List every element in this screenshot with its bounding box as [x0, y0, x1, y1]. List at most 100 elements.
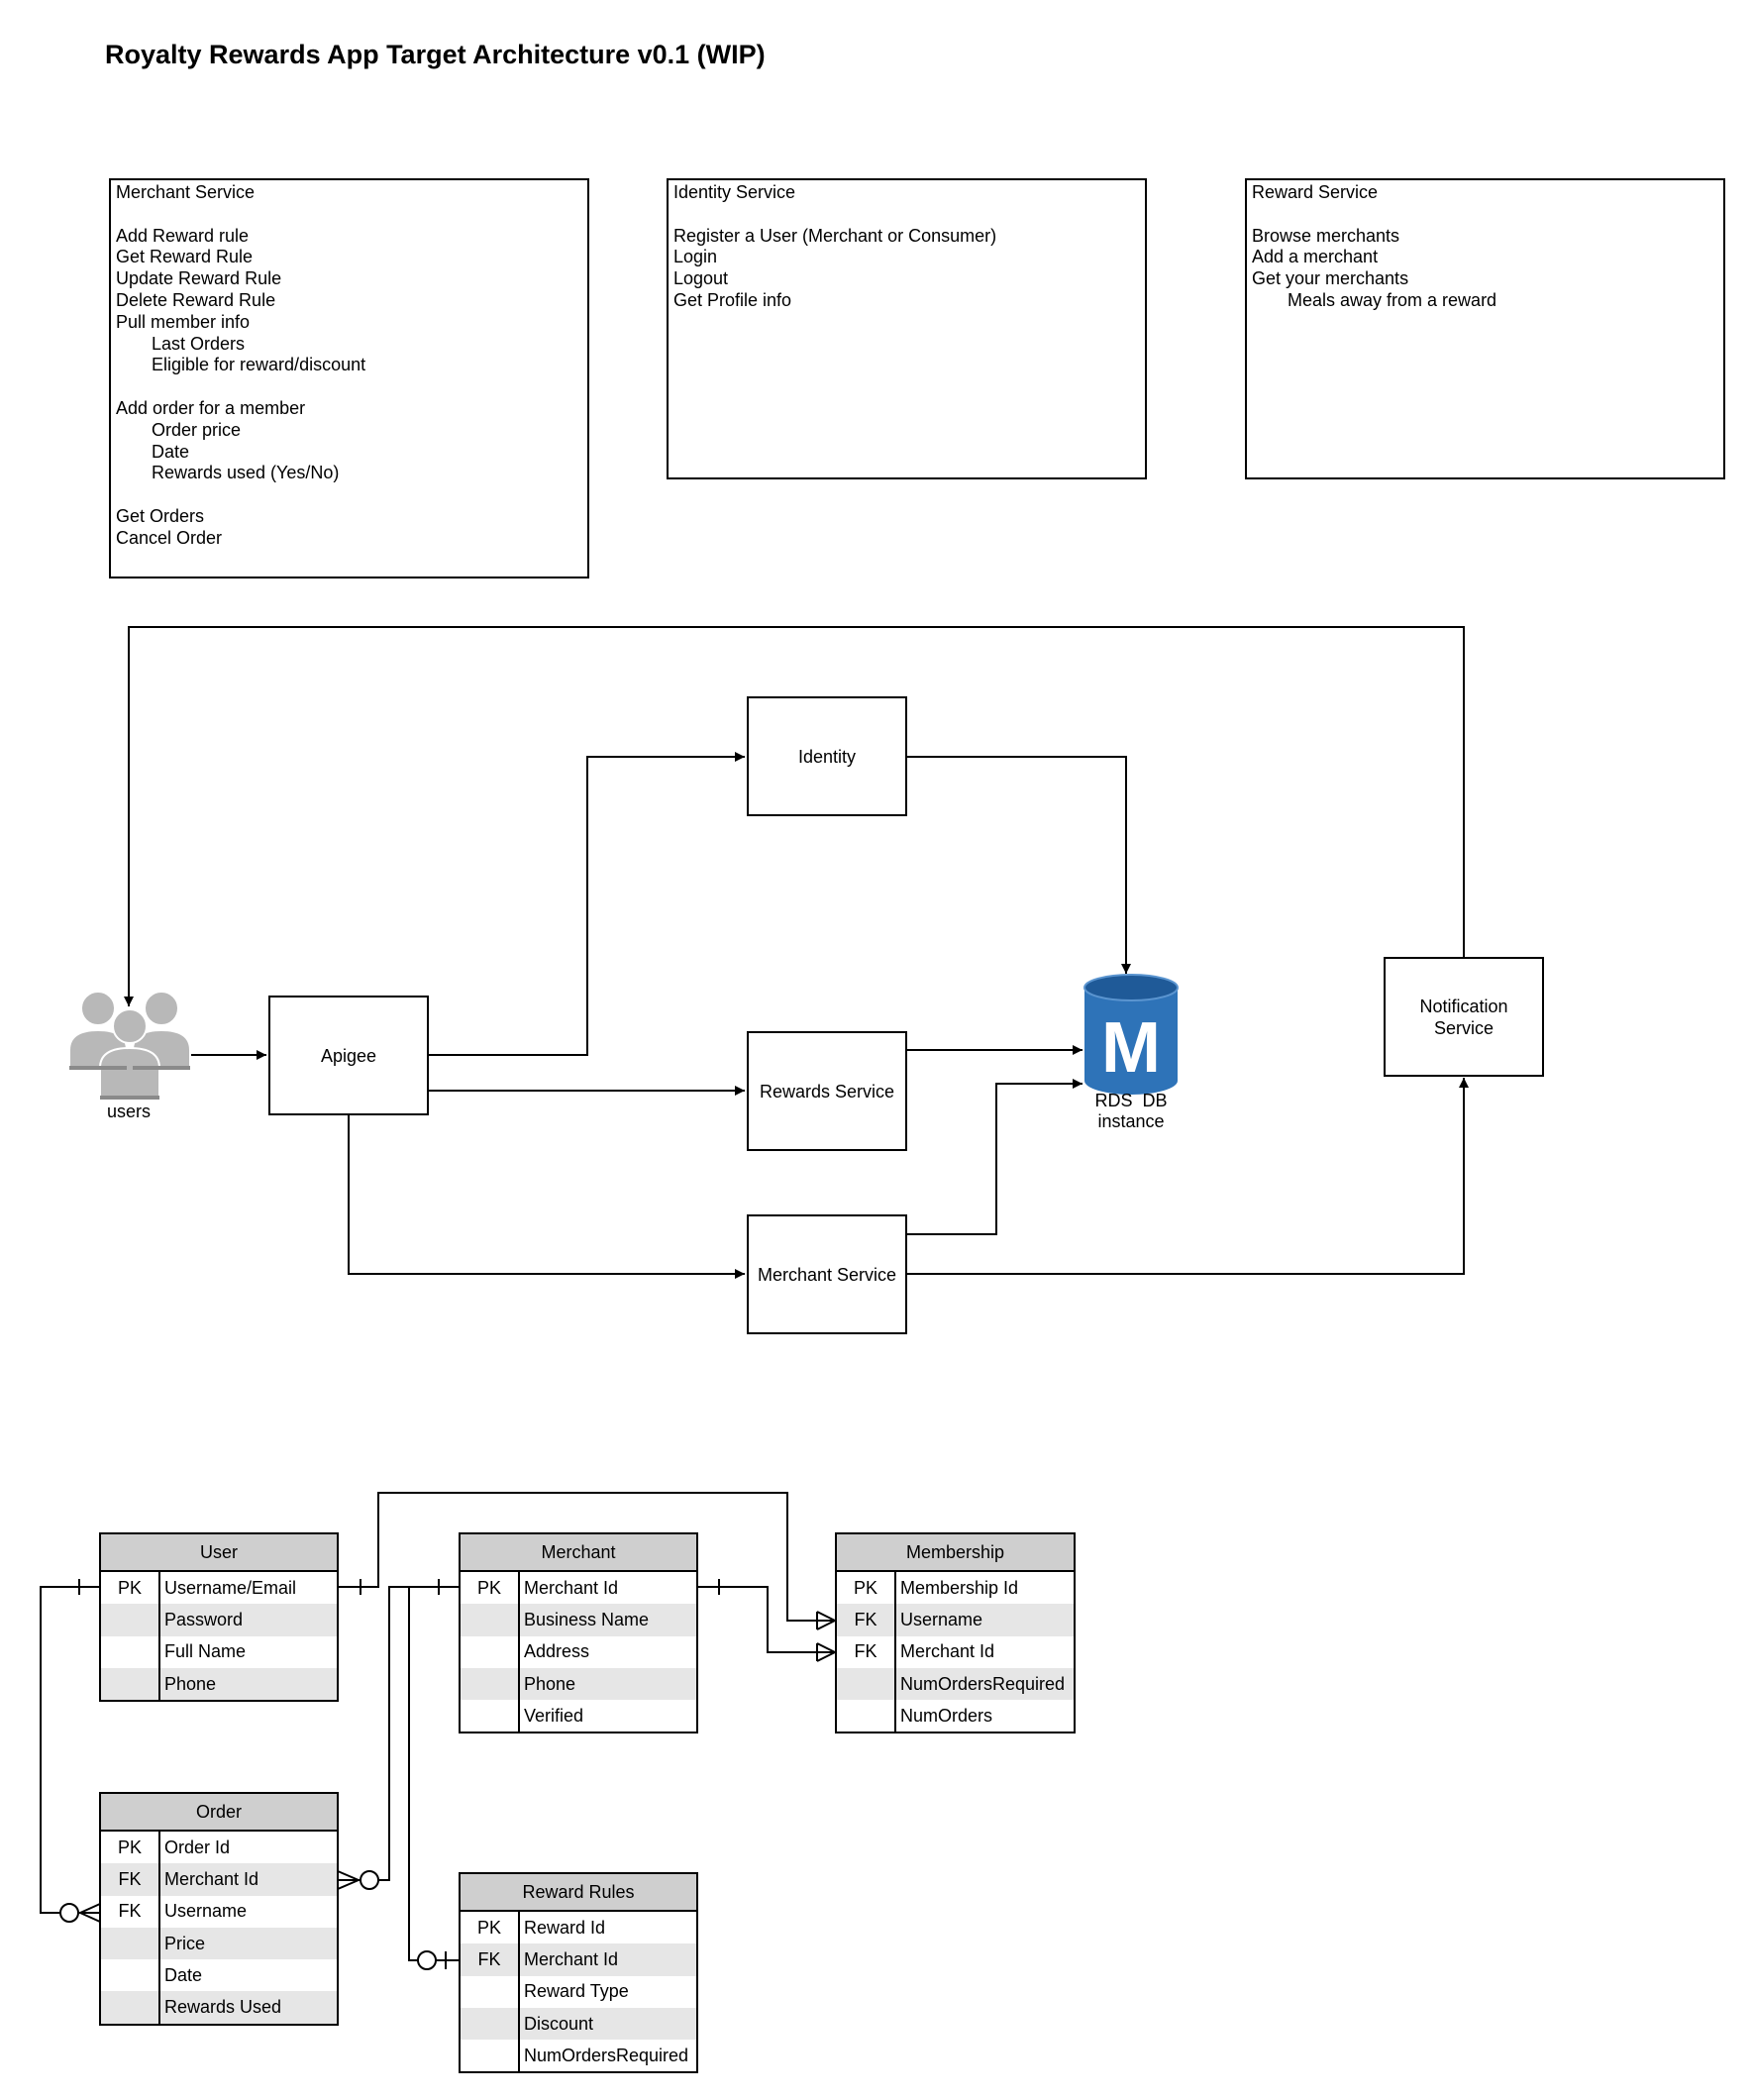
erd-row: Rewards Used — [101, 1991, 337, 2024]
erd-field-name: Business Name — [524, 1609, 650, 1629]
notes-line: Login — [673, 247, 718, 267]
erd-key-marker — [461, 1635, 520, 1668]
notes-line: Rewards used (Yes/No) — [152, 463, 340, 483]
notes-line: Register a User (Merchant or Consumer) — [673, 225, 997, 246]
erd-field-name: Address — [524, 1641, 590, 1662]
erd-field-name: Username — [900, 1609, 983, 1629]
erd-table-name: Merchant — [461, 1534, 696, 1572]
erd-row: NumOrdersRequired — [461, 2040, 696, 2072]
notes-line: Logout — [673, 268, 729, 289]
erd-row: NumOrders — [837, 1700, 1074, 1732]
erd-key-marker — [101, 1635, 160, 1668]
notes-heading: Reward Service — [1252, 182, 1379, 202]
erd-field-name: NumOrders — [900, 1705, 993, 1726]
erd-row: Business Name — [461, 1604, 696, 1636]
erd-field-name: Merchant Id — [524, 1577, 619, 1598]
rds-db-label: RDS DB instance — [1080, 1091, 1183, 1132]
erd-field-name: Price — [164, 1933, 206, 1953]
erd-field-name: Username — [164, 1901, 248, 1922]
erd-row: Discount — [461, 2007, 696, 2041]
erd-field-name: Phone — [164, 1673, 217, 1694]
notes-line: Last Orders — [152, 333, 246, 354]
erd-field-name: Discount — [524, 2013, 594, 2034]
erd-row: Phone — [101, 1667, 337, 1701]
erd-field-name: Phone — [524, 1673, 576, 1694]
erd-field-name: Password — [164, 1609, 244, 1629]
notes-line: Order price — [152, 419, 242, 440]
erd-row: Address — [461, 1635, 696, 1668]
erd-field-name: Merchant Id — [524, 1948, 619, 1969]
erd-key-marker: PK — [461, 1572, 520, 1605]
rds-db-label-line1: RDS DB — [1094, 1091, 1168, 1110]
erd-key-marker — [101, 1927, 160, 1960]
erd-field-name: Reward Type — [524, 1981, 629, 2002]
erd-key-marker: FK — [837, 1604, 896, 1636]
erd-table-name: Membership — [837, 1534, 1074, 1572]
erd-field-name: Username/Email — [164, 1577, 297, 1598]
erd-key-marker — [101, 1667, 160, 1701]
erd-row: Verified — [461, 1700, 696, 1732]
apigee-node: Apigee — [268, 996, 429, 1115]
rel-user-membership — [339, 1492, 835, 1622]
arrow-identity-to-db — [907, 756, 1131, 974]
identity-label: Identity — [797, 746, 857, 767]
diagram-title: Royalty Rewards App Target Architecture … — [105, 40, 766, 69]
notes-line: Pull member info — [116, 311, 251, 332]
notes-line: Add order for a member — [116, 397, 306, 418]
erd-field-name: NumOrdersRequired — [524, 2045, 689, 2065]
notes-line: Add a merchant — [1252, 247, 1379, 267]
erd-table-name: Reward Rules — [461, 1874, 696, 1912]
identity-node: Identity — [747, 696, 907, 816]
erd-key-marker: PK — [837, 1572, 896, 1605]
erd-field-name: Date — [164, 1964, 203, 1985]
erd-key-marker: FK — [837, 1635, 896, 1668]
merchant-service-node: Merchant Service — [747, 1214, 907, 1334]
rds-db-letter: M — [1101, 1008, 1161, 1088]
notes-heading: Identity Service — [673, 182, 796, 202]
erd-field-name: Order Id — [164, 1837, 231, 1857]
merchant-service-label: Merchant Service — [757, 1264, 897, 1285]
notes-line: Delete Reward Rule — [116, 289, 276, 310]
notes-line: Get Reward Rule — [116, 247, 254, 267]
notes-line: Date — [152, 441, 190, 462]
erd-row: Password — [101, 1604, 337, 1636]
apigee-label: Apigee — [320, 1045, 377, 1066]
erd-field-name: Rewards Used — [164, 1997, 282, 2018]
notes-line: Meals away from a reward — [1288, 289, 1497, 310]
erd-key-marker — [461, 1667, 520, 1701]
notes-line: Get your merchants — [1252, 268, 1409, 289]
erd-key-marker — [837, 1700, 896, 1732]
arrow-apigee-to-merchant — [348, 1115, 745, 1279]
erd-row: Reward Type — [461, 1975, 696, 2008]
notes-line: Add Reward rule — [116, 225, 250, 246]
erd-key-marker — [461, 1975, 520, 2008]
notes-line: Update Reward Rule — [116, 268, 282, 289]
notes-heading: Merchant Service — [116, 182, 256, 202]
erd-field-name: Membership Id — [900, 1577, 1019, 1598]
erd-key-marker: PK — [461, 1912, 520, 1944]
erd-key-marker — [461, 1700, 520, 1732]
erd-key-marker: FK — [101, 1895, 160, 1928]
erd-key-marker — [101, 1959, 160, 1992]
erd-key-marker — [461, 2040, 520, 2072]
users-label: users — [106, 1102, 151, 1121]
identity-service-notes: Identity Service Register a User (Mercha… — [667, 178, 1147, 479]
erd-key-marker: PK — [101, 1832, 160, 1864]
erd-field-name: Merchant Id — [900, 1641, 995, 1662]
rel-user-order — [40, 1586, 99, 1914]
erd-row: NumOrdersRequired — [837, 1667, 1074, 1701]
users-icon — [67, 987, 192, 1102]
erd-key-marker — [461, 1604, 520, 1636]
